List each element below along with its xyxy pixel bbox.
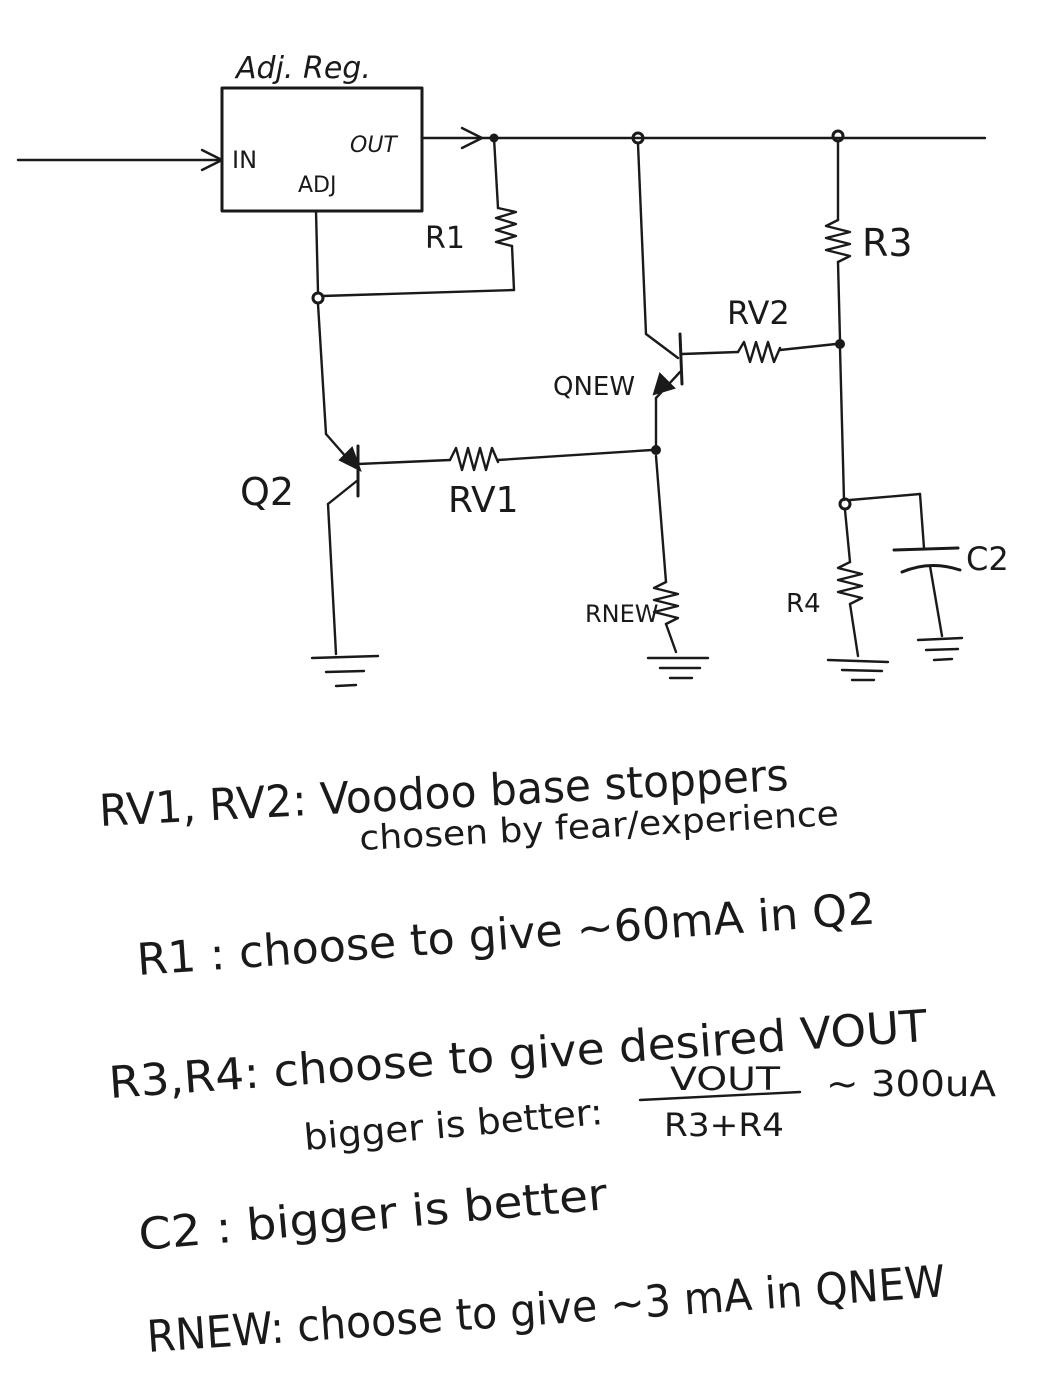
output-rail [420, 126, 987, 150]
q2-ground-symbol [310, 654, 380, 688]
r1-resistor: R1 [320, 136, 518, 298]
c2-ground-symbol [916, 636, 964, 662]
regulator-box [220, 86, 424, 213]
fraction-bar [638, 1090, 802, 1102]
fraction-denominator: R3+R4 [664, 1106, 784, 1144]
rv1-resistor: RV1 [356, 445, 661, 521]
rnew-ground-symbol [646, 656, 710, 680]
r3-resistor: R3 [824, 140, 913, 342]
note-r3r4-line2: bigger is better: [302, 1092, 604, 1159]
q2-transistor: Q2 [240, 432, 380, 688]
q2-emitter-arrow [338, 446, 362, 473]
notes: RV1, RV2: Voodoo base stoppers chosen by… [98, 750, 996, 1363]
junction-dot [838, 497, 852, 511]
r3-label: R3 [862, 221, 913, 265]
qnew-transistor: QNEW [553, 142, 684, 448]
fraction: VOUT R3+R4 ~ 300uA [638, 1060, 996, 1144]
regulator-out-pin: OUT [350, 133, 398, 158]
input-wire [16, 148, 224, 172]
regulator-in-pin: IN [232, 146, 257, 174]
fraction-numerator: VOUT [670, 1060, 781, 1098]
junction-dot [835, 339, 845, 349]
c2-capacitor: C2 [848, 492, 1009, 662]
rnew-resistor: RNEW [585, 454, 710, 680]
rv2-label: RV2 [727, 294, 790, 332]
note-r1: R1 : choose to give ~60mA in Q2 [135, 883, 877, 985]
rv2-resistor: RV2 [680, 294, 845, 364]
rv1-label: RV1 [448, 480, 519, 521]
regulator-adj-pin: ADJ [298, 173, 336, 198]
rnew-label: RNEW [585, 600, 659, 628]
r4-ground-symbol [826, 658, 890, 682]
note-rnew: RNEW: choose to give ~3 mA in QNEW [145, 1256, 947, 1363]
junction-dot [831, 129, 845, 143]
note-r3r4-line1: R3,R4: choose to give desired VOUT [107, 1001, 929, 1109]
c2-label: C2 [966, 540, 1009, 578]
adj-wire [311, 209, 328, 436]
qnew-emitter-arrow [652, 372, 676, 396]
r4-resistor: R4 [786, 508, 890, 682]
q2-label: Q2 [240, 470, 294, 514]
junction-dot [311, 291, 325, 305]
r1-label: R1 [425, 221, 465, 256]
fraction-result: ~ 300uA [826, 1064, 996, 1105]
r3-r4-wire [838, 346, 852, 511]
r4-label: R4 [786, 589, 821, 619]
note-c2: C2 : bigger is better [137, 1169, 611, 1261]
regulator-title: Adj. Reg. [234, 51, 371, 86]
qnew-label: QNEW [553, 372, 635, 402]
junction-dot [651, 445, 661, 455]
regulator: Adj. Reg. IN OUT ADJ [220, 51, 424, 213]
